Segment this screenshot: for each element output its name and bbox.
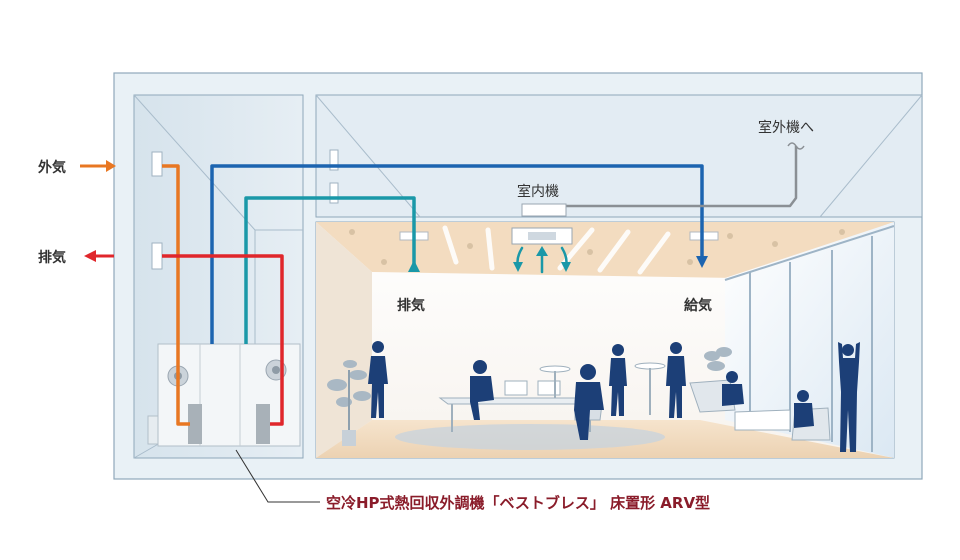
outside-air-arrow-icon [80,160,116,172]
outdoor-unit-label: 室外機へ [758,119,814,136]
plenum-vent-2 [329,182,339,204]
outside-air-label: 外気 [38,159,66,176]
person-sofa-2 [794,390,814,428]
exhaust-duct [162,254,284,426]
exhaust-arrow-icon [84,250,114,262]
plant-right [704,347,732,371]
return-duct [244,196,416,344]
ducts [162,146,798,426]
outside-air-louver [151,151,163,177]
caption-leader-line [235,449,320,503]
plant-left [327,360,371,446]
exhaust-inner-label: 排気 [397,297,425,314]
person-sofa-1 [722,371,744,406]
indoor-unit [521,203,567,217]
person-seated-desk-2 [574,364,604,440]
people-silhouettes [368,341,860,452]
supply-air-label: 給気 [684,297,712,314]
outside-air-duct [162,164,190,426]
person-standing-phone [368,341,388,418]
exhaust-louver [151,242,163,270]
heat-exchanger-left [188,404,202,444]
heat-exchanger-right [256,404,270,444]
supply-grille [689,231,719,241]
ceiling-plenum [315,94,923,218]
ceiling-cassette-icon [511,227,573,245]
product-caption: 空冷HP式熱回収外調機「ベストブレス」 床置形 ARV型 [326,494,710,512]
indoor-unit-label: 室内機 [517,183,559,200]
person-standing-2 [666,342,686,418]
rug [395,424,665,450]
refrigerant-line [566,146,798,208]
person-seated-desk-1 [470,360,494,420]
outdoor-unit-break-icon [787,142,805,150]
person-stretching [838,342,860,452]
exhaust-outer-label: 排気 [38,249,66,266]
air-handling-unit [147,343,301,447]
person-standing-1 [609,344,627,416]
plenum-vent-1 [329,149,339,171]
